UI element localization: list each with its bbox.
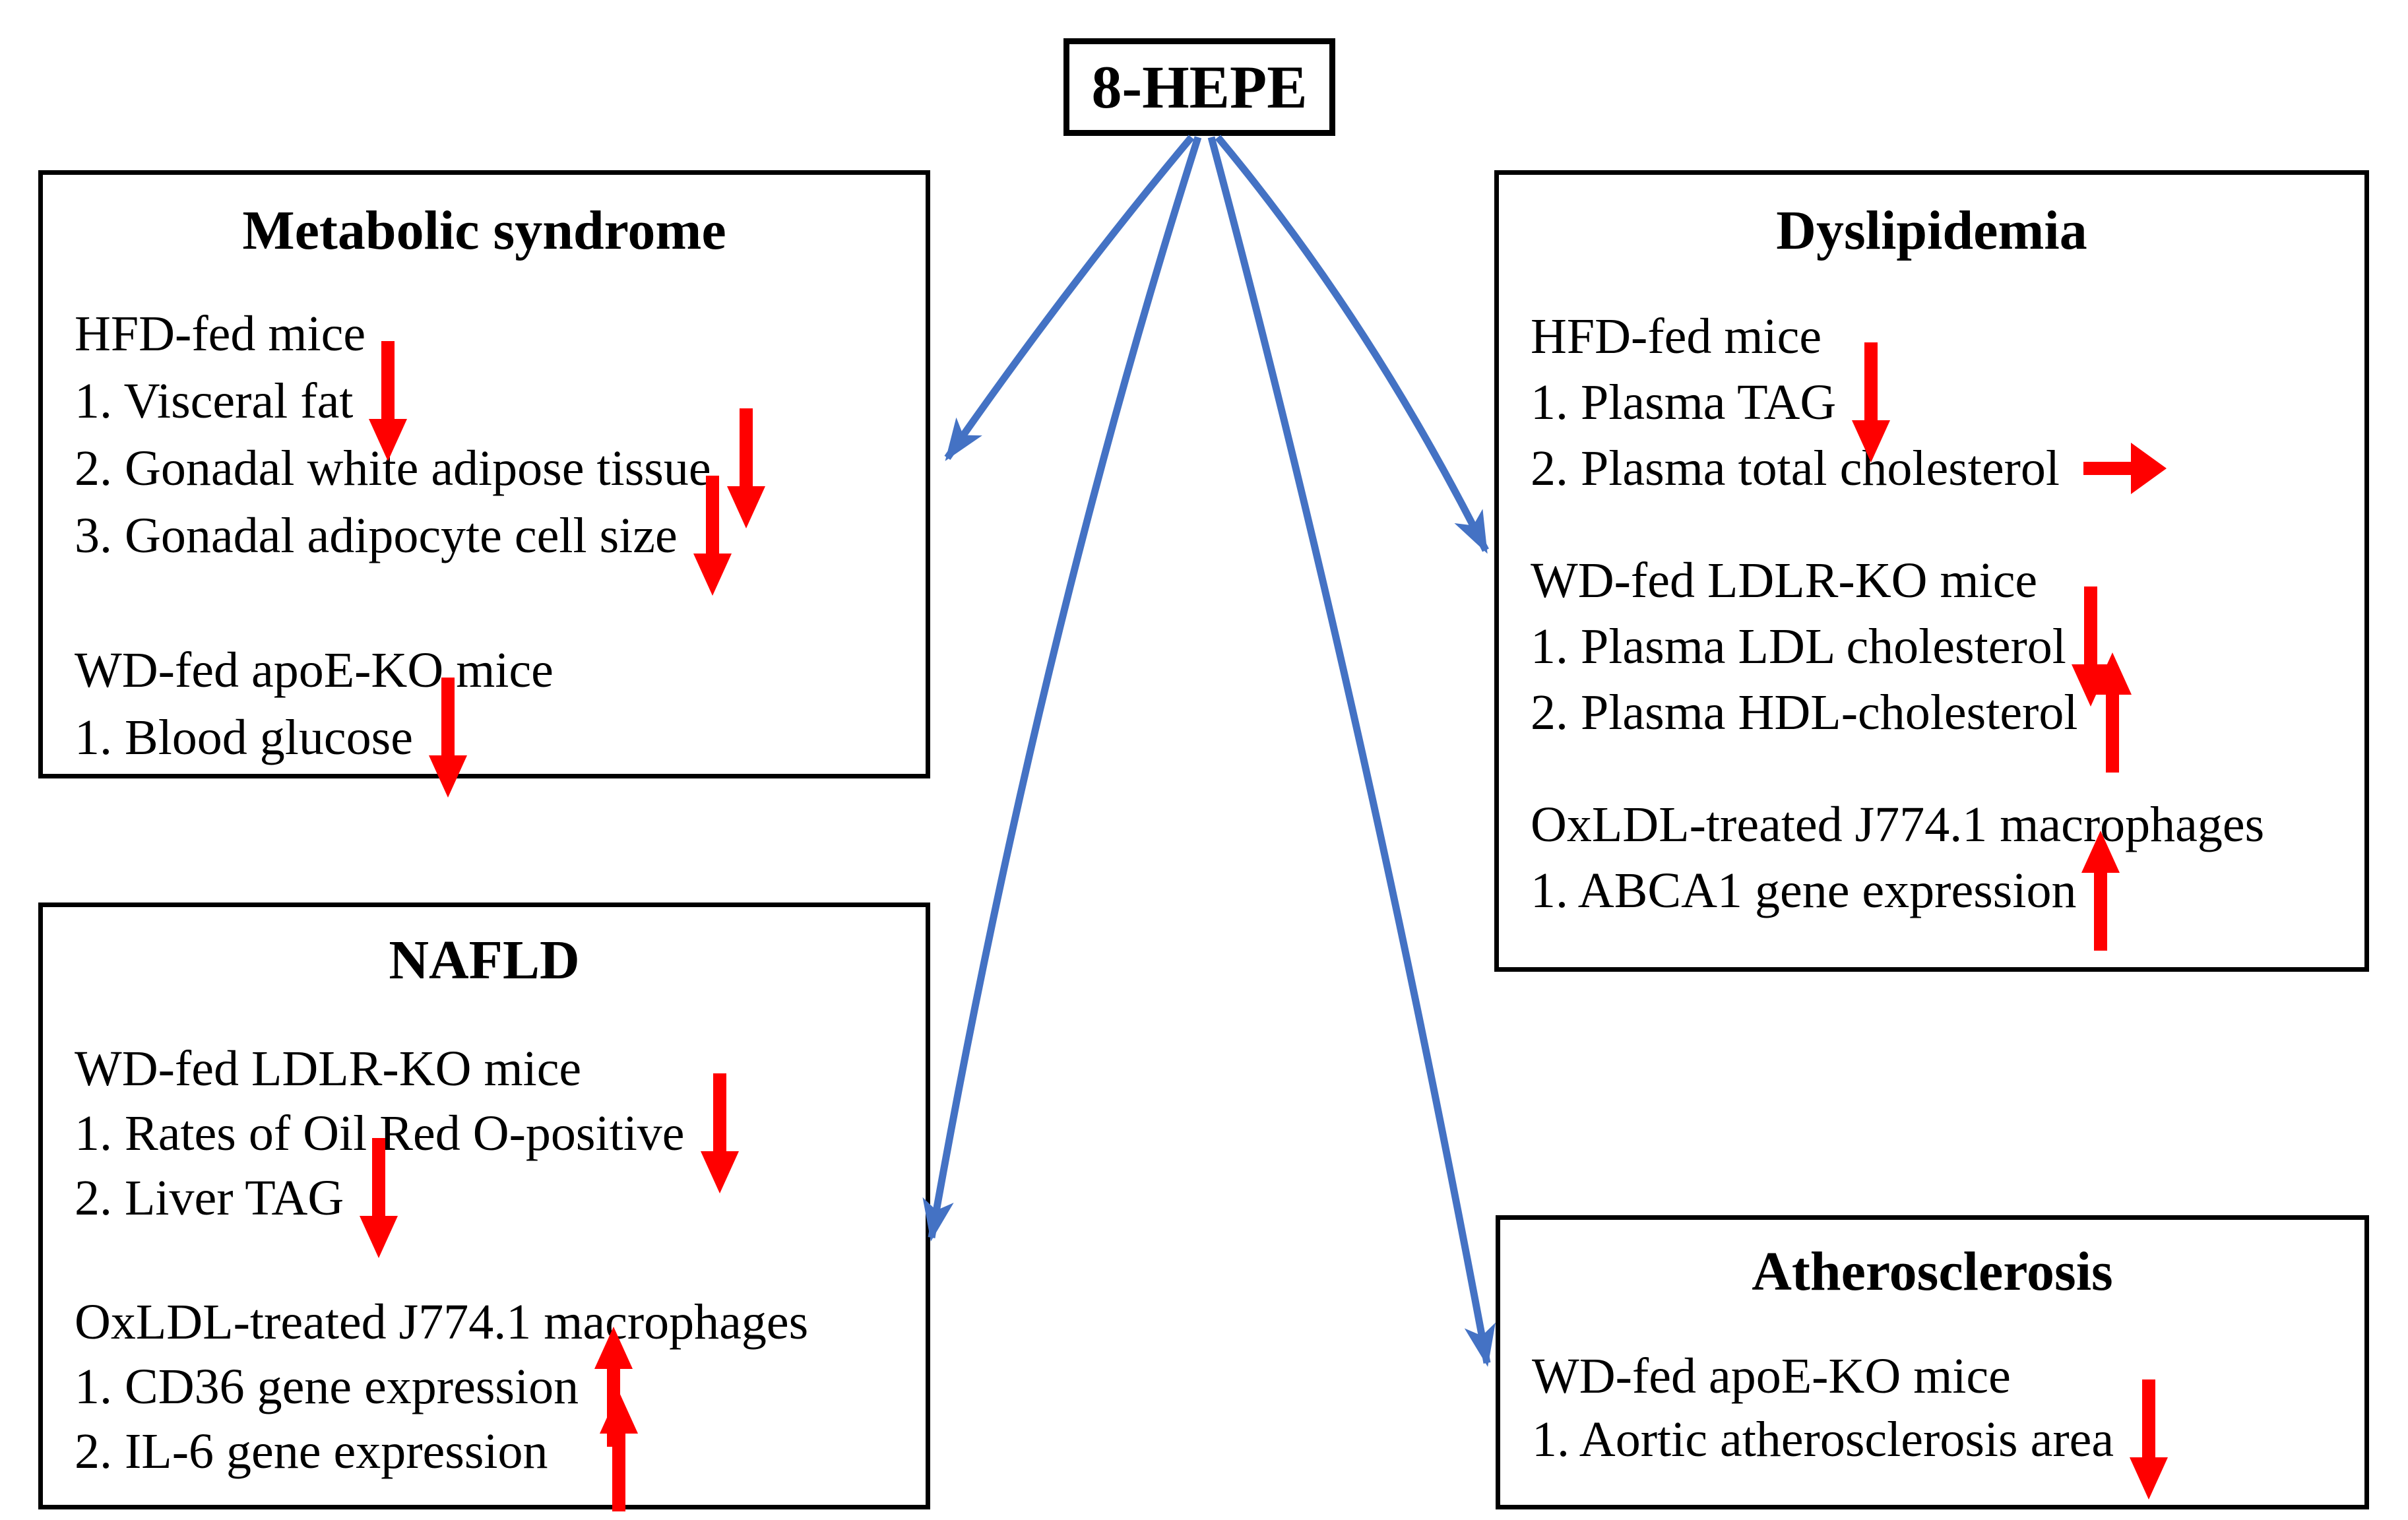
decrease-arrow-icon [428, 678, 467, 798]
spacer-line [1531, 501, 2358, 548]
decrease-arrow-icon [2130, 1379, 2169, 1500]
box-title: NAFLD [389, 930, 580, 991]
box-title: Atherosclerosis [1752, 1241, 2113, 1302]
box-body: WD-fed LDLR-KO mice 1. Rates of Oil Red … [43, 1036, 926, 1511]
model-label: WD-fed apoE-KO mice [1532, 1348, 2011, 1404]
finding-text: 2. Plasma total cholesterol [1531, 440, 2060, 496]
model-label: HFD-fed mice [75, 305, 366, 362]
finding-line: 1. Plasma TAG [1531, 342, 2358, 462]
box-title: Metabolic syndrome [242, 200, 726, 261]
finding-text: 1. ABCA1 gene expression [1531, 862, 2077, 918]
finding-text: 2. Plasma HDL-cholesterol [1531, 684, 2078, 740]
finding-line: 3. Gonadal adipocyte cell size [75, 476, 919, 596]
box-body: HFD-fed mice 1. Visceral fat 2. Gonadal … [43, 300, 926, 798]
finding-line: 1. ABCA1 gene expression [1531, 831, 2358, 951]
finding-text: 2. IL-6 gene expression [75, 1423, 548, 1479]
model-line: OxLDL-treated J774.1 macrophages [1531, 792, 2358, 858]
finding-line: 1. Aortic atherosclerosis area [1532, 1379, 2358, 1500]
connector-to-metabolic-syndrome [944, 135, 1195, 461]
decrease-arrow-icon [726, 408, 765, 528]
box-body: WD-fed apoE-KO mice 1. Aortic atheroscle… [1500, 1345, 2364, 1500]
atherosclerosis-box: Atherosclerosis WD-fed apoE-KO mice 1. A… [1496, 1215, 2369, 1509]
increase-arrow-icon [2093, 652, 2132, 773]
finding-line: 2. Plasma total cholesterol [1531, 435, 2358, 501]
model-label: OxLDL-treated J774.1 macrophages [1531, 796, 2265, 852]
finding-text: 2. Liver TAG [75, 1170, 344, 1226]
finding-line: 1. Blood glucose [75, 678, 919, 798]
connector-to-dyslipidemia [1215, 135, 1489, 554]
finding-line: 1. CD36 gene expression [75, 1327, 919, 1447]
model-line: HFD-fed mice [1531, 303, 2358, 369]
model-label: HFD-fed mice [1531, 308, 1822, 364]
metabolic-syndrome-box: Metabolic syndrome HFD-fed mice 1. Visce… [38, 170, 930, 798]
model-label: WD-fed apoE-KO mice [75, 642, 554, 698]
dyslipidemia-box: Dyslipidemia HFD-fed mice 1. Plasma TAG … [1494, 170, 2369, 972]
decrease-arrow-icon [369, 341, 408, 461]
finding-line: 1. Visceral fat [75, 341, 919, 461]
model-line: WD-fed LDLR-KO mice [75, 1036, 919, 1101]
finding-text: 1. Blood glucose [75, 709, 413, 765]
increase-arrow-icon [599, 1391, 638, 1511]
finding-line: 2. Gonadal white adipose tissue [75, 408, 919, 528]
finding-text: 1. Plasma TAG [1531, 374, 1837, 430]
model-line: WD-fed apoE-KO mice [75, 637, 919, 704]
decrease-arrow-icon [700, 1073, 739, 1193]
decrease-arrow-icon [360, 1138, 398, 1258]
box-title: Dyslipidemia [1776, 200, 2087, 261]
model-label: WD-fed LDLR-KO mice [75, 1040, 582, 1096]
connector-to-nafld [922, 136, 1202, 1242]
root-label: 8-HEPE [1091, 53, 1308, 121]
model-line: WD-fed apoE-KO mice [1532, 1345, 2358, 1408]
model-line: HFD-fed mice [75, 300, 919, 367]
model-label: OxLDL-treated J774.1 macrophages [75, 1294, 809, 1350]
model-label: WD-fed LDLR-KO mice [1531, 552, 2038, 608]
finding-line: 2. Plasma HDL-cholesterol [1531, 652, 2358, 773]
finding-text: 1. Plasma LDL cholesterol [1531, 618, 2066, 674]
nafld-box: NAFLD WD-fed LDLR-KO mice 1. Rates of Oi… [38, 902, 930, 1511]
finding-text: 1. Aortic atherosclerosis area [1532, 1411, 2114, 1467]
finding-line: 1. Rates of Oil Red O-positive [75, 1073, 919, 1193]
finding-text: 1. Visceral fat [75, 373, 354, 429]
spacer-line [75, 569, 919, 637]
model-line: WD-fed LDLR-KO mice [1531, 548, 2358, 614]
spacer-line [1531, 745, 2358, 792]
finding-text: 1. CD36 gene expression [75, 1358, 579, 1414]
connector-to-atherosclerosis [1207, 136, 1496, 1367]
finding-line: 2. IL-6 gene expression [75, 1391, 919, 1511]
decrease-arrow-icon [693, 476, 732, 596]
increase-arrow-icon [2081, 831, 2120, 951]
no-change-arrow-icon [2083, 443, 2167, 494]
root-node-8-hepe: 8-HEPE [1063, 38, 1335, 136]
finding-line: 2. Liver TAG [75, 1138, 919, 1258]
finding-text: 3. Gonadal adipocyte cell size [75, 507, 678, 563]
box-body: HFD-fed mice 1. Plasma TAG 2. Plasma tot… [1499, 303, 2364, 951]
decrease-arrow-icon [1852, 342, 1891, 462]
finding-line: 1. Plasma LDL cholesterol [1531, 586, 2358, 707]
spacer-line [75, 1230, 919, 1290]
model-line: OxLDL-treated J774.1 macrophages [75, 1290, 919, 1354]
